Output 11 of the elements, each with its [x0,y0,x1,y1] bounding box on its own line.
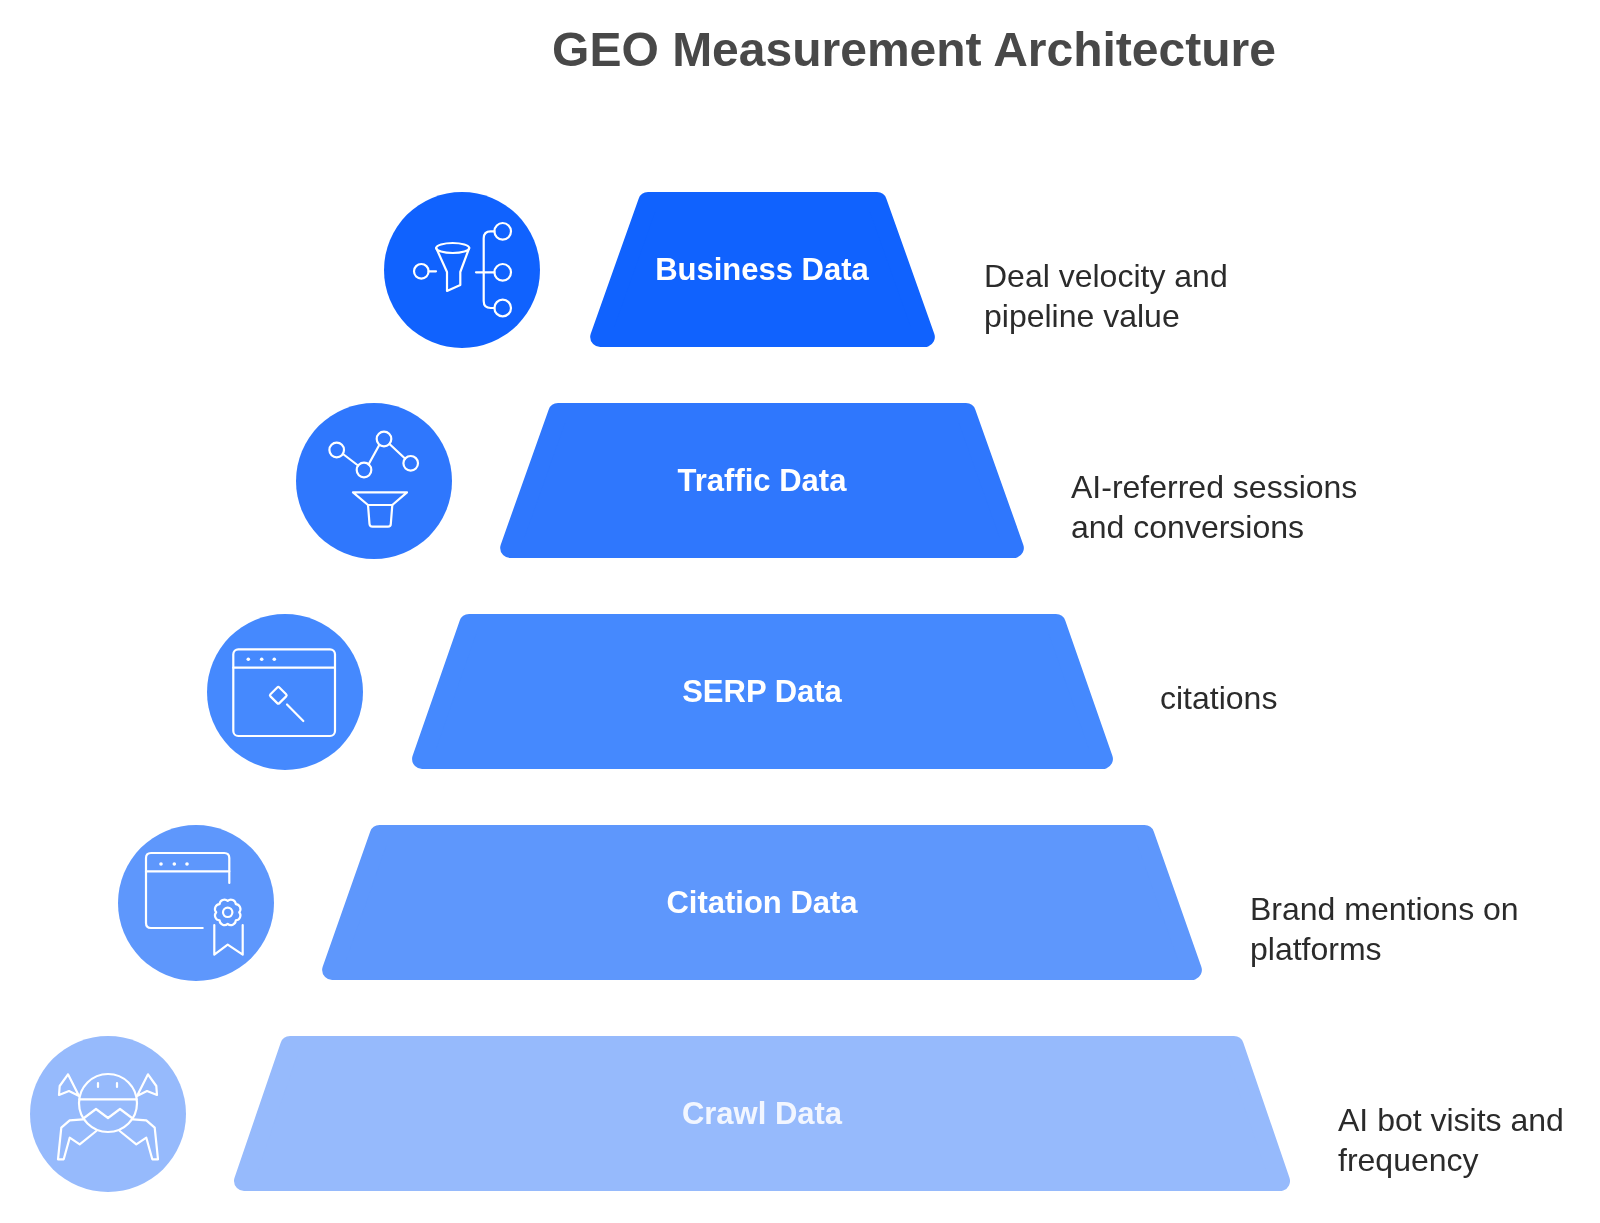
title: GEO Measurement Architecture [552,22,1276,78]
layer-label: Citation Data [666,883,858,922]
layer-description: Brand mentions on platforms [1250,891,1519,967]
layer-label: Business Data [655,250,869,289]
layer-label: Traffic Data [677,461,847,500]
layer-description: AI bot visits and frequency [1338,1102,1564,1178]
layer-label: SERP Data [682,672,842,711]
layer-label: Crawl Data [681,1094,843,1133]
layer-description: AI-referred sessions and conversions [1071,469,1358,545]
layer-description: Deal velocity and pipeline value [984,258,1228,334]
layer-description: citations [1160,680,1278,716]
